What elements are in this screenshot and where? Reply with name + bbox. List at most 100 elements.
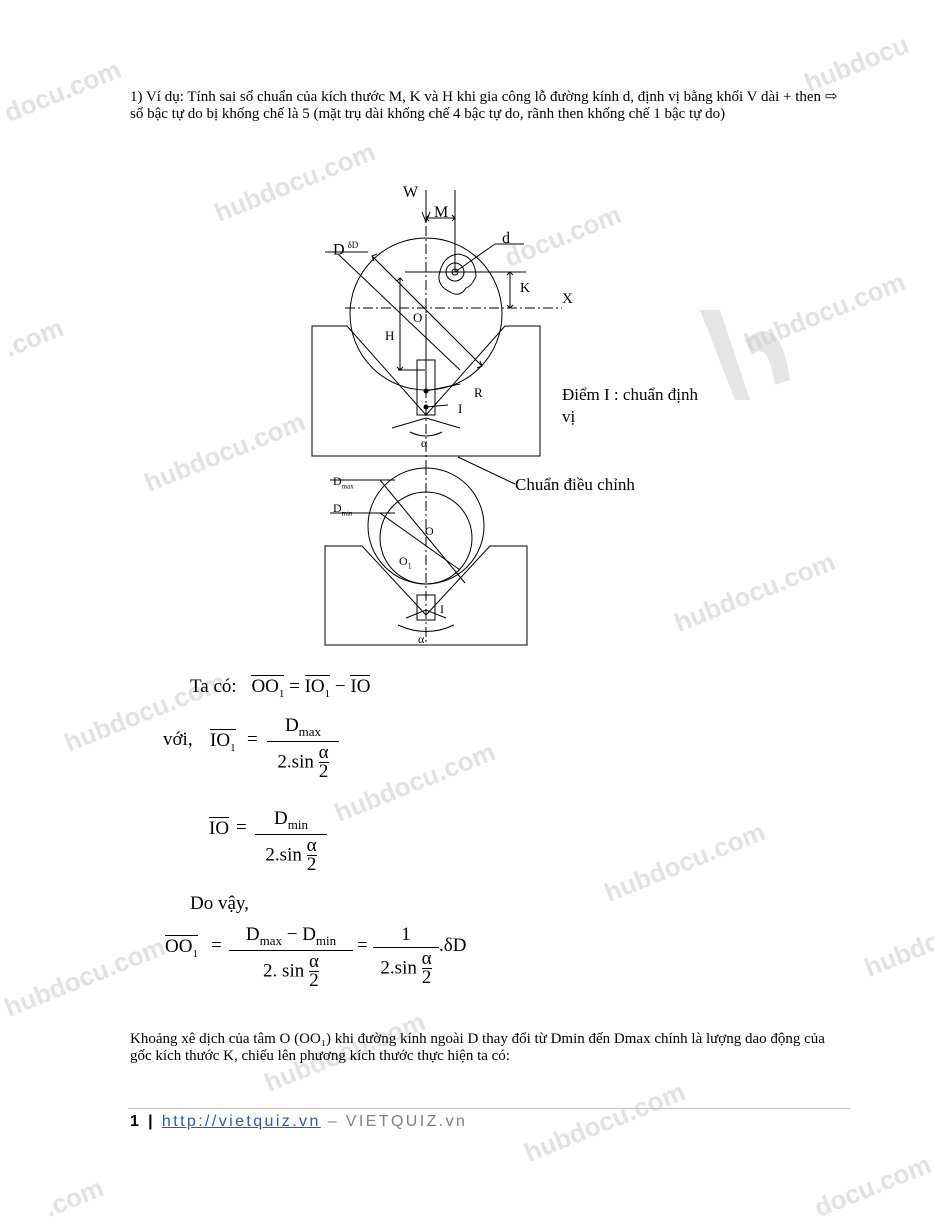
alpha: α — [421, 948, 432, 969]
alpha: α — [306, 834, 317, 856]
label-O1-sub: 1 — [407, 561, 412, 571]
two-sin: 2.sin — [265, 844, 302, 866]
label-O1: O1 — [399, 550, 412, 577]
watermark: .com — [40, 1172, 108, 1223]
vec-IO1: IO1 — [304, 675, 331, 700]
D-symbol: D — [302, 924, 316, 945]
two-sin: 2. sin — [263, 960, 305, 982]
displacement-paragraph: Khoảng xê dịch của tâm O (OO₁) khi đường… — [130, 1031, 825, 1064]
D-symbol: D — [284, 715, 299, 736]
label-W: W — [403, 184, 419, 201]
two: 2 — [318, 760, 329, 782]
label-D: D — [333, 241, 345, 259]
footer-dash: – — [327, 1113, 339, 1130]
do-vay-label: Do vậy, — [190, 893, 249, 914]
label-H: H — [385, 328, 395, 343]
label-O1-main: O — [399, 554, 408, 568]
vec-IO1-text: IO — [210, 730, 231, 751]
vec-OO1: OO1 — [251, 675, 285, 700]
label-d: d — [502, 230, 510, 247]
label-I: I — [458, 401, 463, 416]
watermark: hubdocu.com — [670, 546, 840, 638]
watermark: hubdocu.com — [330, 736, 500, 828]
vec-IO1: IO1 — [210, 729, 236, 754]
watermark: docu.com — [0, 53, 126, 128]
label-X: X — [562, 291, 573, 307]
footer-link[interactable]: http://vietquiz.vn — [161, 1113, 321, 1130]
alpha: α — [318, 741, 329, 763]
D-symbol: D — [245, 924, 260, 945]
vec-IO: IO — [209, 817, 230, 839]
label-Dmin: Dmin — [333, 497, 353, 524]
label-Dmax: Dmax — [333, 470, 354, 497]
footer-bar: | — [148, 1113, 156, 1130]
numerator: Dmax — [267, 715, 339, 742]
label-alpha: α — [421, 436, 428, 450]
minus-sign: − — [286, 924, 298, 945]
numerator: 1 — [373, 924, 439, 948]
eq-sign: = — [211, 935, 222, 956]
page-number: 1 — [130, 1113, 142, 1130]
sub-1: 1 — [278, 687, 285, 700]
vec-IO1-text: IO — [304, 676, 325, 697]
watermark-vn-logo — [700, 310, 790, 400]
voi-label: với, — [163, 729, 193, 750]
D-symbol: D — [274, 808, 288, 829]
label-Dmin-main: D — [333, 501, 342, 515]
two: 2 — [421, 967, 432, 988]
label-K: K — [520, 281, 531, 296]
watermark: .com — [0, 312, 68, 363]
footer-rule — [128, 1108, 850, 1109]
watermark: hubdocu — [860, 913, 934, 983]
intro-paragraph: 1) Ví dụ: Tính sai số chuẩn của kích thư… — [130, 89, 838, 122]
label-alpha-lower: α — [418, 632, 425, 646]
numerator: Dmax − Dmin — [229, 924, 353, 951]
annotation-point-I: Điểm I : chuẩn định vị — [562, 385, 698, 426]
label-Dmin-sub: min — [341, 509, 353, 518]
footer-brand: VIETQUIZ.vn — [345, 1113, 468, 1130]
watermark: hubdocu.com — [140, 406, 310, 498]
vec-OO1-text: OO — [165, 936, 193, 957]
ta-co-label: Ta có: — [190, 676, 237, 697]
label-R: R — [474, 385, 483, 400]
eq-sign: = — [289, 676, 300, 697]
label-O: O — [413, 310, 423, 325]
vec-OO1: OO1 — [165, 935, 198, 960]
watermark: hubdocu.com — [0, 931, 170, 1023]
v-block-diagram — [311, 190, 562, 646]
label-delta-sup: δD — [347, 240, 359, 250]
eq-sign: = — [357, 935, 368, 956]
eq-ta-co: Ta có: OO1 = IO1 − IO — [190, 675, 371, 700]
two-sin: 2.sin — [380, 957, 417, 979]
label-O-lower: O — [425, 524, 434, 538]
two-sin: 2.sin — [277, 751, 314, 773]
eq-sign: = — [247, 729, 258, 750]
footer: 1 | http://vietquiz.vn – VIETQUIZ.vn — [130, 1113, 467, 1131]
two: 2 — [306, 853, 317, 875]
sub-1: 1 — [230, 741, 236, 754]
label-I-lower: I — [440, 602, 444, 616]
sub-max: max — [259, 932, 282, 948]
alpha: α — [308, 950, 319, 972]
label-M: M — [434, 204, 449, 221]
label-Dmax-main: D — [333, 474, 342, 488]
watermark: hubdocu.com — [520, 1076, 690, 1168]
vec-IO: IO — [350, 675, 371, 697]
sub-min: min — [315, 932, 337, 948]
label-Dmax-sub: max — [341, 482, 354, 491]
vec-OO1-text: OO — [251, 676, 279, 697]
sub-1: 1 — [192, 947, 198, 960]
watermark: docu.com — [810, 1148, 934, 1223]
